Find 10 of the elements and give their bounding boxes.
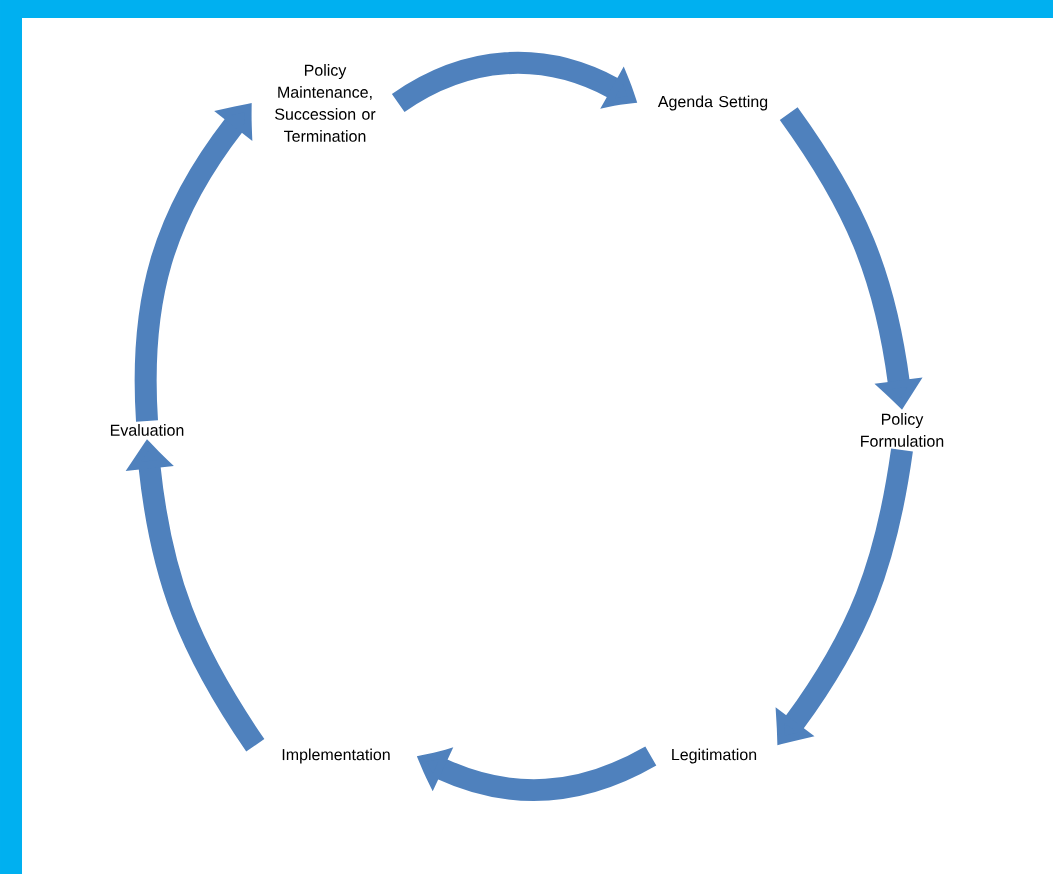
stage-label: Agenda Setting <box>657 95 768 111</box>
curved-arrow <box>134 103 252 422</box>
curved-arrow <box>776 448 913 745</box>
stage-label: Legitimation <box>672 748 757 764</box>
stage-label: Implementation <box>282 748 390 764</box>
stage-label: Policy Formulation <box>861 413 944 447</box>
curved-arrow <box>418 746 656 802</box>
stage-label: Policy Maintenance, Succession or Termination <box>275 64 376 142</box>
curved-arrow <box>392 51 636 113</box>
stage-label: Evaluation <box>110 424 184 436</box>
